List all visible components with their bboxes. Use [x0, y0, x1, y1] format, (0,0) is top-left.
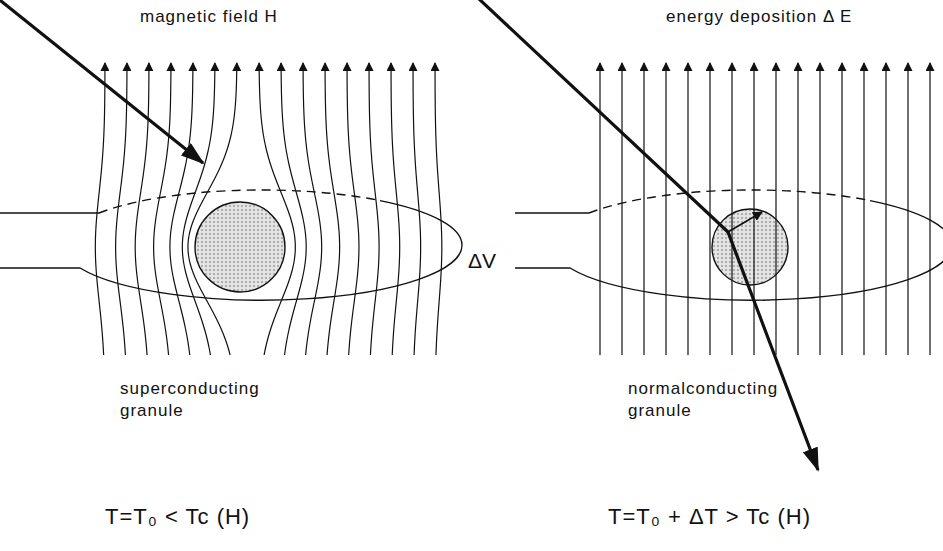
sample-outline-hidden	[589, 190, 870, 213]
field-line	[621, 63, 622, 355]
temperature-condition: T=T₀ + ΔT > Tc (H)	[608, 503, 811, 532]
sample-outline	[0, 212, 99, 213]
field-line	[325, 63, 340, 355]
sample-outline	[0, 201, 462, 301]
field-line	[797, 63, 798, 355]
field-line	[885, 63, 886, 355]
particle-track	[478, 0, 818, 470]
field-line	[281, 63, 306, 355]
field-line	[135, 63, 149, 355]
superconducting-granule	[195, 202, 285, 292]
field-line	[731, 63, 732, 355]
field-line	[775, 63, 776, 355]
field-line	[303, 63, 322, 355]
state-label: normalconducting granule	[628, 378, 778, 422]
panel-heading: magnetic field H	[140, 6, 278, 28]
field-line	[259, 63, 295, 355]
volume-label: ΔV	[468, 247, 496, 274]
recoil-arrow	[728, 212, 762, 232]
field-line	[665, 63, 666, 355]
field-line	[753, 63, 754, 355]
field-line	[687, 63, 688, 355]
field-line	[413, 63, 421, 355]
field-line	[907, 63, 908, 355]
field-line	[95, 63, 105, 355]
state-label: superconducting granule	[120, 378, 290, 422]
field-line	[154, 63, 171, 355]
field-line	[188, 63, 237, 355]
field-line	[599, 63, 600, 355]
field-line	[841, 63, 842, 355]
field-line	[347, 63, 359, 355]
panel-heading: energy deposition Δ E	[666, 6, 852, 28]
field-line	[863, 63, 864, 355]
field-line	[709, 63, 710, 355]
field-line	[369, 63, 379, 355]
sample-outline	[515, 212, 589, 213]
field-line	[929, 63, 930, 355]
field-line	[391, 63, 400, 355]
sample-outline	[515, 201, 943, 301]
field-line	[116, 63, 127, 355]
field-line	[435, 63, 442, 355]
field-line	[819, 63, 820, 355]
temperature-condition: T=T₀ < Tc (H)	[105, 503, 250, 532]
field-line	[643, 63, 644, 355]
